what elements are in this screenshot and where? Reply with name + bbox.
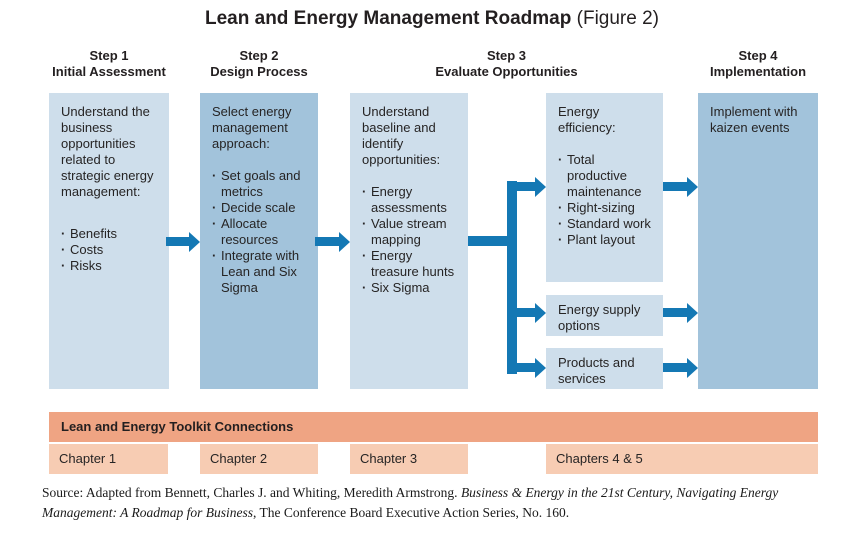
connector-vertical-line [507, 181, 517, 374]
source-suffix: , The Conference Board Executive Action … [252, 505, 570, 520]
source-prefix: Source: Adapted from Bennett, Charles J.… [42, 485, 461, 500]
evaluate-opportunities-intro: Understand baseline and identify opportu… [362, 104, 441, 167]
figure-title-suffix: (Figure 2) [571, 8, 659, 29]
step1-header: Step 1 Initial Assessment [49, 48, 169, 79]
step4-header: Step 4 Implementation [698, 48, 818, 79]
design-process-box: Select energy management approach: Set g… [200, 93, 318, 389]
arrow-branch-supply [513, 302, 546, 323]
implementation-text: Implement with kaizen events [710, 104, 798, 135]
bullet-right-sizing: Right-sizing [558, 200, 655, 216]
bullet-decide-scale: Decide scale [212, 200, 310, 216]
initial-assessment-box: Understand the business opportunities re… [49, 93, 169, 389]
toolkit-chapter-3: Chapter 3 [350, 444, 468, 474]
figure-title: Lean and Energy Management Roadmap (Figu… [0, 8, 864, 30]
toolkit-chapter-2: Chapter 2 [200, 444, 318, 474]
initial-assessment-intro: Understand the business opportunities re… [61, 104, 154, 199]
source-citation: Source: Adapted from Bennett, Charles J.… [42, 483, 837, 523]
connector-feed-line [468, 236, 517, 246]
bullet-risks: Risks [61, 258, 161, 274]
evaluate-opportunities-box: Understand baseline and identify opportu… [350, 93, 468, 389]
bullet-set-goals: Set goals and metrics [212, 168, 310, 200]
bullet-benefits: Benefits [61, 226, 161, 242]
arrow-efficiency-to-step4 [663, 176, 698, 197]
bullet-integrate-lean: Integrate with Lean and Six Sigma [212, 248, 310, 296]
arrow-branch-products [513, 357, 546, 378]
bullet-standard-work: Standard work [558, 216, 655, 232]
step3-name: Evaluate Opportunities [435, 63, 578, 79]
toolkit-chapter-4-5: Chapters 4 & 5 [546, 444, 818, 474]
step1-name: Initial Assessment [52, 63, 166, 79]
energy-supply-text: Energy supply options [558, 302, 641, 333]
step1-label: Step 1 [89, 48, 129, 63]
design-process-intro: Select energy management approach: [212, 104, 292, 151]
step4-label: Step 4 [738, 48, 778, 63]
initial-assessment-bullets: Benefits Costs Risks [61, 226, 161, 274]
evaluate-opportunities-bullets: Energy assessments Value stream mapping … [362, 184, 460, 296]
implementation-box: Implement with kaizen events [698, 93, 818, 389]
step3-label: Step 3 [486, 48, 526, 63]
bullet-treasure-hunts: Energy treasure hunts [362, 248, 460, 280]
bullet-value-stream: Value stream mapping [362, 216, 460, 248]
toolkit-header: Lean and Energy Toolkit Connections [49, 412, 818, 442]
bullet-six-sigma: Six Sigma [362, 280, 460, 296]
toolkit-chapter-1: Chapter 1 [49, 444, 168, 474]
energy-efficiency-bullets: Total productive maintenance Right-sizin… [558, 152, 655, 248]
bullet-plant-layout: Plant layout [558, 232, 655, 248]
bullet-allocate-resources: Allocate resources [212, 216, 310, 248]
step2-header: Step 2 Design Process [200, 48, 318, 79]
design-process-bullets: Set goals and metrics Decide scale Alloc… [212, 168, 310, 296]
bullet-tpm: Total productive maintenance [558, 152, 655, 200]
products-services-box: Products and services [546, 348, 663, 389]
arrow-step1-to-step2 [166, 231, 200, 252]
arrow-products-to-step4 [663, 357, 698, 378]
energy-efficiency-box: Energy efficiency: Total productive main… [546, 93, 663, 282]
step2-label: Step 2 [239, 48, 279, 63]
products-services-text: Products and services [558, 355, 635, 386]
energy-efficiency-intro: Energy efficiency: [558, 104, 616, 135]
source-italic-title: Business & Energy in the 21st Century, N… [42, 485, 779, 520]
figure-title-main: Lean and Energy Management Roadmap [205, 8, 572, 29]
step4-name: Implementation [709, 63, 807, 79]
step3-header: Step 3 Evaluate Opportunities [350, 48, 663, 79]
arrow-branch-efficiency [513, 176, 546, 197]
step2-name: Design Process [210, 63, 308, 79]
bullet-costs: Costs [61, 242, 161, 258]
arrow-supply-to-step4 [663, 302, 698, 323]
energy-supply-box: Energy supply options [546, 295, 663, 336]
bullet-energy-assessments: Energy assessments [362, 184, 460, 216]
arrow-step2-to-step3 [315, 231, 350, 252]
